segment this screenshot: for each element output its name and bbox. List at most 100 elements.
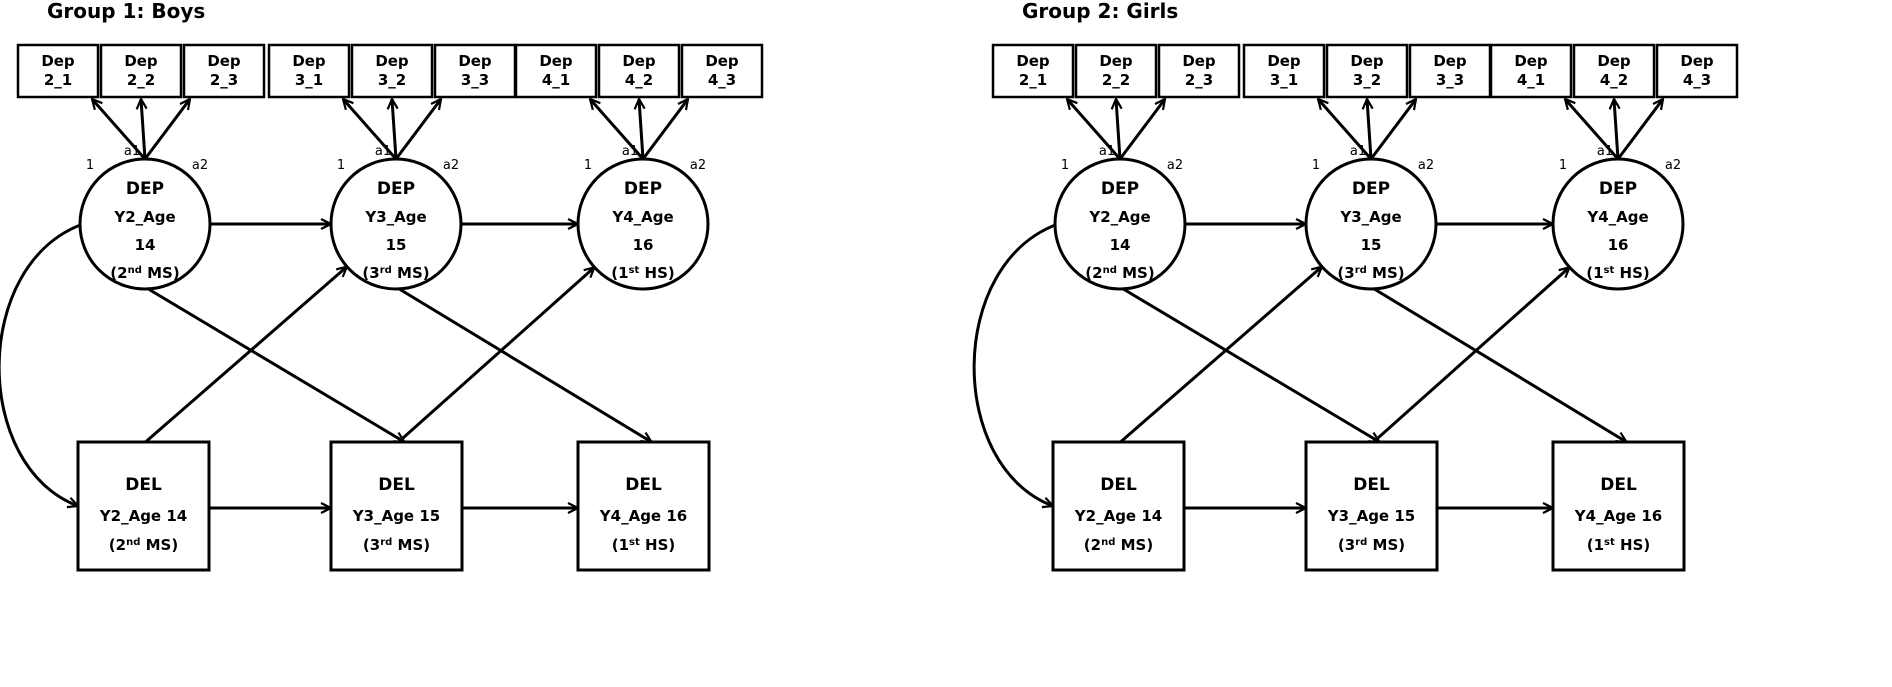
loading-label: 1: [584, 158, 592, 173]
indicator-rect: [1572, 43, 1656, 99]
grade-number: 3: [1344, 264, 1354, 282]
loading-arrow: [1116, 99, 1120, 160]
covariance-arrow: [972, 224, 1058, 506]
grade-label: (2nd MS): [1084, 536, 1153, 554]
indicator-rect: [1074, 43, 1158, 99]
loading-label: a2: [443, 158, 459, 173]
grade-number: 1: [619, 536, 629, 554]
loading-arrow: [1118, 99, 1165, 160]
indicator-label-bottom: 4_1: [542, 71, 570, 89]
dep-name: DEP: [1599, 179, 1637, 199]
indicator-label-top: Dep: [124, 52, 158, 70]
dep-circle: [78, 157, 212, 291]
del-rect: [1304, 440, 1439, 572]
del-wave: Y4_Age 16: [599, 507, 687, 525]
dep-age: 14: [135, 236, 156, 254]
indicator-label-top: Dep: [539, 52, 573, 70]
indicator-label-bottom: 2_3: [1185, 71, 1213, 89]
cross-lag-del-to-dep-arrow: [1372, 267, 1570, 444]
indicator-rect: [1655, 43, 1739, 99]
cross-lag-dep-to-del-arrow: [1119, 285, 1380, 444]
grade-suffix: rd: [380, 537, 392, 548]
loading-arrow: [1565, 99, 1620, 160]
cross-lag-dep-to-del-arrow: [395, 285, 652, 444]
grade-level: MS: [1122, 264, 1148, 282]
grade-number: 1: [1594, 536, 1604, 554]
loading-arrow: [1367, 99, 1371, 160]
loading-arrow: [92, 99, 147, 160]
loading-arrow: [1614, 99, 1618, 160]
indicator-label-top: Dep: [622, 52, 656, 70]
grade-suffix: rd: [1355, 265, 1367, 276]
grade-suffix: st: [629, 265, 640, 276]
dep-age: 15: [386, 236, 407, 254]
grade-label: (3rd MS): [362, 264, 429, 282]
dep-age: 16: [633, 236, 654, 254]
loading-label: 1: [86, 158, 94, 173]
dep-wave: Y2_Age: [1088, 208, 1150, 226]
dep-wave: Y2_Age: [113, 208, 175, 226]
loading-label: a2: [1418, 158, 1434, 173]
indicator-label-bottom: 2_1: [44, 71, 72, 89]
del-wave: Y3_Age 15: [1327, 507, 1415, 525]
loading-arrow: [1369, 99, 1416, 160]
indicator-label-top: Dep: [1680, 52, 1714, 70]
grade-label: (1st HS): [611, 264, 674, 282]
grade-label: (1st HS): [612, 536, 675, 554]
loading-arrow: [590, 99, 645, 160]
dep-circle: [329, 157, 463, 291]
loading-label: a1: [1597, 144, 1613, 159]
del-wave: Y2_Age 14: [1074, 507, 1162, 525]
grade-number: 3: [1345, 536, 1355, 554]
del-wave: Y4_Age 16: [1574, 507, 1662, 525]
grade-level: MS: [1373, 536, 1399, 554]
indicator-label-bottom: 4_2: [1600, 71, 1628, 89]
dep-name: DEP: [624, 179, 662, 199]
indicator-rect: [1489, 43, 1573, 99]
indicator-label-top: Dep: [1267, 52, 1301, 70]
dep-age: 16: [1608, 236, 1629, 254]
indicator-label-bottom: 2_3: [210, 71, 238, 89]
grade-label: (3rd MS): [363, 536, 430, 554]
indicator-label-bottom: 4_1: [1517, 71, 1545, 89]
loading-label: 1: [1061, 158, 1069, 173]
indicator-label-bottom: 2_2: [127, 71, 155, 89]
loading-arrow: [1067, 99, 1122, 160]
del-observed-node: DEL Y2_Age 14 (2nd MS): [1051, 440, 1186, 572]
dep-wave: Y3_Age: [1339, 208, 1401, 226]
loading-arrow: [141, 99, 145, 160]
dep-wave: Y4_Age: [1586, 208, 1648, 226]
indicator-rect: [99, 43, 183, 99]
indicator-label-top: Dep: [1350, 52, 1384, 70]
del-name: DEL: [1100, 475, 1137, 495]
dep-circle: [1304, 157, 1438, 291]
cross-lag-del-to-dep-arrow: [144, 267, 347, 444]
grade-number: 1: [618, 264, 628, 282]
dep-circle: [576, 157, 710, 291]
grade-suffix: rd: [1355, 537, 1367, 548]
del-rect: [1551, 440, 1686, 572]
indicator-label-top: Dep: [1514, 52, 1548, 70]
indicator-label-top: Dep: [41, 52, 75, 70]
dep-wave: Y3_Age: [364, 208, 426, 226]
del-name: DEL: [1600, 475, 1637, 495]
indicator-label-top: Dep: [1099, 52, 1133, 70]
dep-name: DEP: [1352, 179, 1390, 199]
indicator-label-bottom: 4_2: [625, 71, 653, 89]
group-panel: Group 1: BoysDep2_1Dep2_2Dep2_31a1a2DEPY…: [0, 0, 764, 572]
group-panel: Group 2: GirlsDep2_1Dep2_2Dep2_31a1a2DEP…: [972, 0, 1739, 572]
cross-lag-dep-to-del-arrow: [144, 285, 405, 444]
grade-number: 3: [369, 264, 379, 282]
